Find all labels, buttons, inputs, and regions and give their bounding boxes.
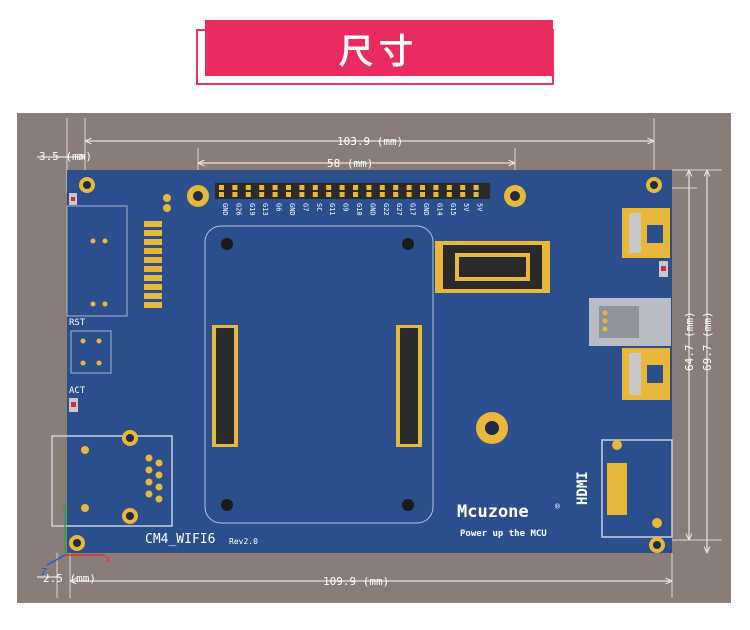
left-offset-top-label: 3.5 (mm) bbox=[39, 150, 92, 163]
gpio-label: G13 bbox=[261, 203, 269, 216]
brand-mark: ® bbox=[555, 502, 560, 511]
left-offset-bottom-label: 2.5 (mm) bbox=[43, 572, 96, 585]
gpio-pin bbox=[299, 192, 305, 197]
gpio-label: G14 bbox=[435, 203, 443, 216]
gpio-pin bbox=[286, 192, 291, 197]
gpio-pin bbox=[245, 192, 251, 197]
gpio-pin bbox=[272, 192, 278, 197]
gpio-label: G26 bbox=[234, 203, 242, 216]
gpio-pin bbox=[366, 185, 372, 190]
gpio-label: G6 bbox=[275, 203, 283, 211]
gpio-pins bbox=[219, 185, 479, 197]
title-banner: 尺寸 bbox=[205, 20, 553, 76]
gpio-label: G17 bbox=[409, 203, 417, 216]
hdmi-label: HDMI bbox=[575, 471, 591, 505]
gpio-pin bbox=[473, 192, 479, 197]
gpio-label: 5V bbox=[476, 203, 484, 212]
gpio-pin bbox=[366, 192, 372, 197]
gpio-pin bbox=[232, 192, 238, 197]
gpio-pin bbox=[353, 192, 358, 197]
gpio-pin bbox=[446, 185, 452, 190]
left-smd-pads bbox=[90, 221, 162, 308]
cm4-module-outline bbox=[204, 225, 434, 524]
gpio-pin bbox=[460, 185, 466, 190]
rst-label: RST bbox=[69, 318, 86, 328]
ethernet-jack bbox=[51, 435, 173, 527]
gpio-label: G9 bbox=[342, 203, 350, 211]
gpio-pin bbox=[393, 185, 399, 190]
gpio-pin bbox=[406, 185, 412, 190]
sd-card-outline bbox=[66, 205, 128, 317]
gpio-pin bbox=[420, 185, 425, 190]
gpio-pin bbox=[286, 185, 291, 190]
bottom-width-label: 109.9 (mm) bbox=[323, 575, 389, 588]
gpio-label: GND bbox=[368, 203, 376, 216]
gpio-label: GND bbox=[288, 203, 296, 216]
gpio-label: G15 bbox=[449, 203, 457, 216]
gpio-pin bbox=[406, 192, 412, 197]
act-label: ACT bbox=[69, 386, 86, 396]
gpio-pin bbox=[245, 185, 251, 190]
top-width-label: 103.9 (mm) bbox=[337, 135, 403, 148]
hdmi-port bbox=[607, 463, 627, 515]
gpio-pin bbox=[393, 192, 399, 197]
gpio-label: GND bbox=[422, 203, 430, 216]
gpio-pin bbox=[446, 192, 452, 197]
height-outer-label: 69.7 (mm) bbox=[701, 311, 714, 371]
hole-spacing-label: 58 (mm) bbox=[327, 157, 373, 170]
gpio-pin bbox=[259, 185, 265, 190]
rst-button bbox=[70, 330, 112, 374]
gpio-label: GND bbox=[221, 203, 229, 216]
axis-gizmo: Y X Z bbox=[41, 503, 111, 578]
gpio-pin bbox=[299, 185, 305, 190]
gpio-pin bbox=[326, 185, 332, 190]
gpio-pin bbox=[473, 185, 479, 190]
pcb-board bbox=[67, 170, 672, 553]
gpio-label: G22 bbox=[382, 203, 390, 216]
board-name: CM4_WIFI6 bbox=[145, 532, 215, 547]
gpio-pin bbox=[353, 185, 358, 190]
ethernet-pins bbox=[81, 446, 163, 512]
gpio-label: SC bbox=[315, 203, 323, 211]
gpio-pin bbox=[339, 185, 345, 190]
gpio-pin bbox=[379, 192, 385, 197]
page-title: 尺寸 bbox=[339, 31, 419, 72]
gpio-label: G7 bbox=[301, 203, 309, 211]
axis-y-label: Y bbox=[61, 503, 67, 514]
gpio-label: G10 bbox=[355, 203, 363, 216]
axis-x-label: X bbox=[105, 555, 111, 566]
axis-z-label: Z bbox=[41, 567, 47, 578]
gpio-pin bbox=[312, 192, 318, 197]
gpio-pin bbox=[312, 185, 318, 190]
gpio-pin bbox=[339, 192, 345, 197]
board-revision: Rev2.0 bbox=[229, 537, 258, 546]
gpio-labels: GND G26 G19 G13 G6 GND G7 SC G11 G9 G10 GND G22 G27 G1… bbox=[221, 203, 484, 216]
brand-logo: Mcuzone bbox=[457, 502, 529, 522]
gpio-pin bbox=[433, 185, 439, 190]
gpio-pin bbox=[219, 185, 224, 190]
gpio-pin bbox=[326, 192, 332, 197]
gpio-pin bbox=[379, 185, 385, 190]
gpio-pin bbox=[460, 192, 466, 197]
gpio-label: G11 bbox=[328, 203, 336, 216]
gpio-pin bbox=[433, 192, 439, 197]
gpio-pin bbox=[219, 192, 224, 197]
board-drawing: 103.9 (mm) 58 (mm) 3.5 (mm) 2.5 (mm) 109… bbox=[37, 118, 722, 598]
gpio-pin bbox=[259, 192, 265, 197]
hdmi-outline bbox=[601, 439, 673, 538]
gpio-pin bbox=[232, 185, 238, 190]
height-inner-label: 64.7 (mm) bbox=[683, 311, 696, 371]
gpio-pin bbox=[420, 192, 425, 197]
gpio-label: 5V bbox=[462, 203, 470, 212]
gpio-label: G27 bbox=[395, 203, 403, 216]
gpio-pin bbox=[272, 185, 278, 190]
dimension-diagram: 103.9 (mm) 58 (mm) 3.5 (mm) 2.5 (mm) 109… bbox=[17, 113, 731, 603]
gpio-label: G19 bbox=[248, 203, 256, 216]
brand-tagline: Power up the MCU bbox=[460, 529, 547, 539]
